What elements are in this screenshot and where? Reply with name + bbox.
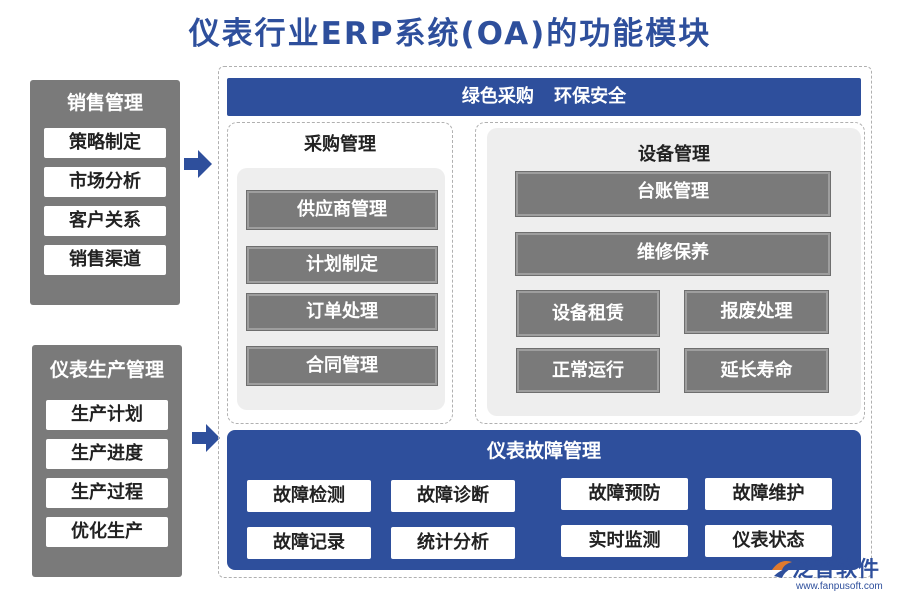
equipment-item[interactable]: 报废处理 [685, 291, 828, 333]
fault-item[interactable]: 故障记录 [247, 527, 371, 559]
production-panel: 仪表生产管理 生产计划 生产进度 生产过程 优化生产 [32, 345, 182, 577]
top-banner: 绿色采购 环保安全 [227, 78, 861, 116]
fault-item[interactable]: 统计分析 [391, 527, 515, 559]
production-panel-title: 仪表生产管理 [49, 359, 164, 381]
main-module-container [218, 66, 872, 578]
production-item[interactable]: 生产进度 [46, 439, 168, 469]
equipment-item[interactable]: 延长寿命 [685, 349, 828, 392]
purchasing-item[interactable]: 合同管理 [247, 347, 437, 385]
production-item[interactable]: 生产过程 [46, 478, 168, 508]
production-item[interactable]: 生产计划 [46, 400, 168, 430]
fault-item[interactable]: 实时监测 [561, 525, 688, 557]
sales-item[interactable]: 客户关系 [44, 206, 166, 236]
equipment-section [475, 122, 865, 424]
purchasing-section [227, 122, 453, 424]
equipment-item[interactable]: 维修保养 [516, 233, 830, 275]
equipment-item[interactable]: 台账管理 [516, 172, 830, 216]
fanpu-logo-icon [772, 561, 792, 578]
sales-item[interactable]: 策略制定 [44, 128, 166, 158]
sales-panel: 销售管理 策略制定 市场分析 客户关系 销售渠道 [30, 80, 180, 305]
fault-item[interactable]: 故障诊断 [391, 480, 515, 512]
sales-panel-title: 销售管理 [66, 92, 143, 114]
arrow-right-icon [192, 424, 220, 452]
equipment-item[interactable]: 设备租赁 [517, 291, 659, 336]
production-item[interactable]: 优化生产 [46, 517, 168, 547]
logo-name: 泛普软件 [792, 557, 880, 581]
fault-item[interactable]: 仪表状态 [705, 525, 832, 557]
fault-item[interactable]: 故障维护 [705, 478, 832, 510]
sales-item[interactable]: 销售渠道 [44, 245, 166, 275]
purchasing-item[interactable]: 计划制定 [247, 247, 437, 283]
arrow-right-icon [184, 150, 212, 178]
fault-panel-title: 仪表故障管理 [486, 440, 601, 462]
purchasing-item[interactable]: 供应商管理 [247, 191, 437, 229]
purchasing-title: 采购管理 [304, 134, 376, 155]
equipment-item[interactable]: 正常运行 [517, 349, 659, 392]
page-title: 仪表行业ERP系统(OA)的功能模块 [188, 16, 712, 52]
logo-url: www.fanpusoft.com [796, 581, 883, 592]
purchasing-item[interactable]: 订单处理 [247, 294, 437, 330]
fault-item[interactable]: 故障预防 [561, 478, 688, 510]
equipment-title: 设备管理 [638, 144, 710, 165]
sales-item[interactable]: 市场分析 [44, 167, 166, 197]
fault-item[interactable]: 故障检测 [247, 480, 371, 512]
